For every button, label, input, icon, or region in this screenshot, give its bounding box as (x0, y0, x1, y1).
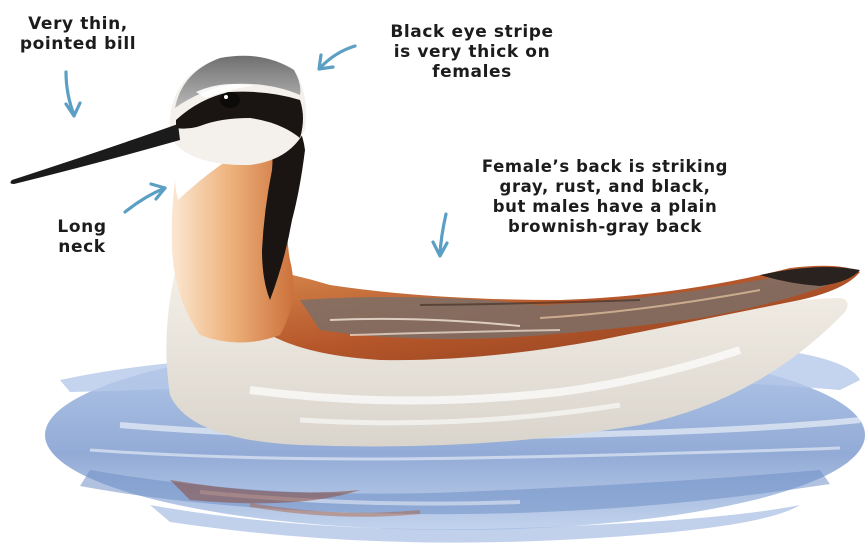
arrow-icon (125, 184, 165, 212)
arrow-icon (66, 72, 80, 116)
eye (220, 92, 240, 108)
annotation-neck: Long neck (32, 217, 132, 257)
bird-head (170, 56, 306, 165)
bird-bill (10, 124, 180, 184)
annotation-eye-stripe: Black eye stripe is very thick on female… (356, 22, 588, 82)
arrow-icon (319, 46, 355, 69)
annotation-bill: Very thin, pointed bill (4, 14, 152, 54)
annotation-back: Female’s back is striking gray, rust, an… (430, 157, 780, 237)
